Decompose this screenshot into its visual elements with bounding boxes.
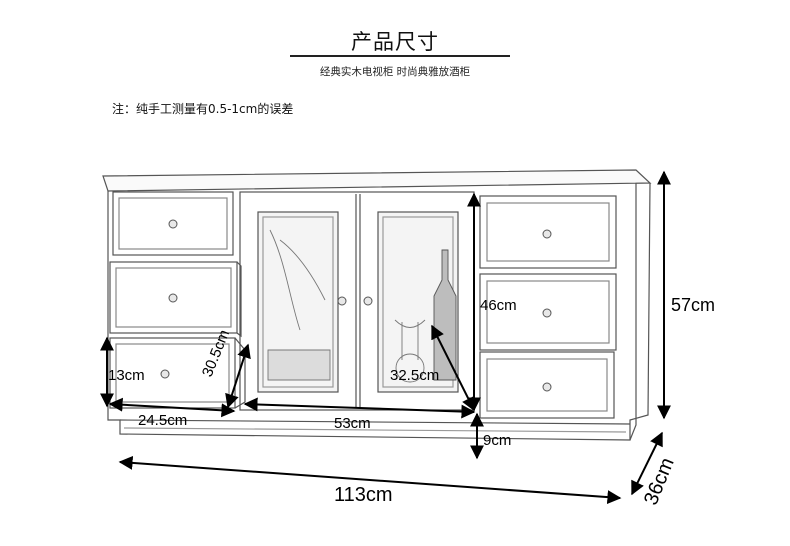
label-base-height: 9cm bbox=[483, 432, 512, 449]
cabinet-top bbox=[102, 169, 652, 192]
knob-icon bbox=[160, 369, 170, 379]
left-drawer-2 bbox=[109, 261, 238, 334]
label-door-diagonal: 32.5cm bbox=[390, 367, 440, 384]
knob-icon bbox=[337, 296, 347, 306]
label-drawer-height: 13cm bbox=[108, 367, 145, 384]
page-title: 产品尺寸 bbox=[351, 30, 439, 54]
title-underline bbox=[290, 55, 510, 57]
cabinet-side bbox=[629, 183, 637, 441]
knob-icon bbox=[542, 229, 552, 239]
measurement-note: 注：纯手工测量有0.5-1cm的误差 bbox=[112, 102, 294, 116]
label-total-width: 113cm bbox=[334, 484, 393, 506]
dim-arrow-drawer-width bbox=[108, 397, 236, 418]
dim-arrow-drawer-depth bbox=[225, 343, 251, 409]
knob-icon bbox=[363, 296, 373, 306]
knob-icon bbox=[168, 293, 178, 303]
cabinet-plinth bbox=[119, 419, 631, 425]
label-door-height: 46cm bbox=[480, 297, 517, 314]
knob-icon bbox=[542, 308, 552, 318]
dim-arrow-total-depth bbox=[631, 431, 663, 496]
knob-icon bbox=[542, 382, 552, 392]
label-total-height: 57cm bbox=[671, 295, 716, 315]
label-door-width: 53cm bbox=[334, 415, 371, 432]
knob-icon bbox=[168, 219, 178, 229]
left-drawer-1 bbox=[112, 191, 234, 256]
dim-arrow-total-width bbox=[118, 455, 622, 505]
label-drawer-width: 24.5cm bbox=[138, 412, 188, 429]
page-subtitle: 经典实木电视柜 时尚典雅放酒柜 bbox=[319, 66, 471, 78]
cabinet-body bbox=[107, 182, 651, 441]
